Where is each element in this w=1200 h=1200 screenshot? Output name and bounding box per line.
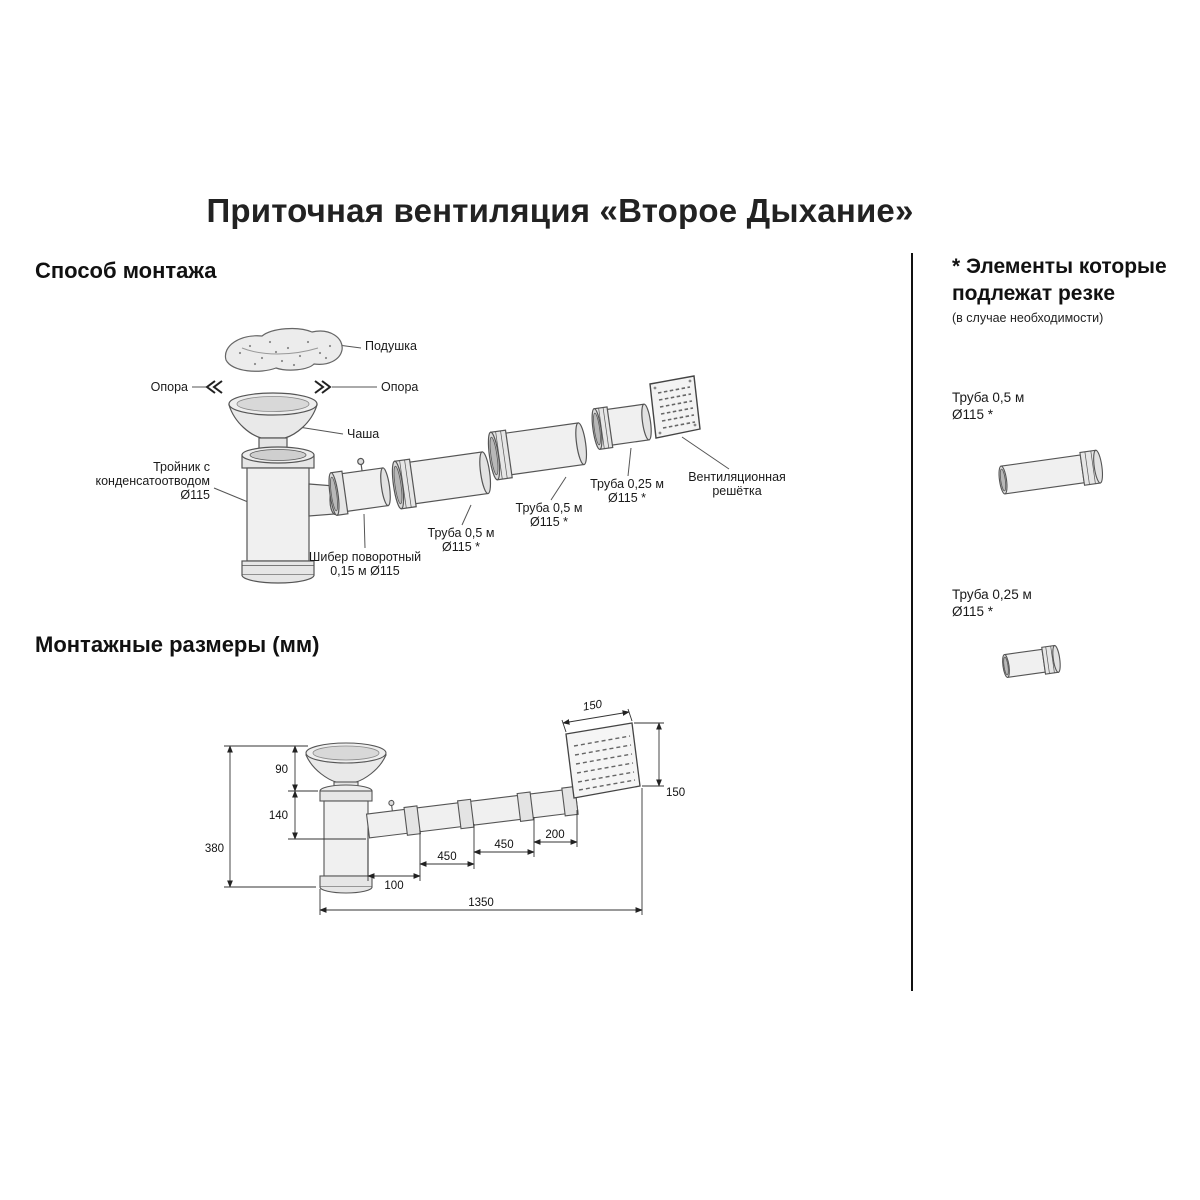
pipe025-label-line1: Труба 0,25 м bbox=[590, 477, 664, 491]
damper-label-line1: Шибер поворотный bbox=[309, 550, 421, 564]
dim-380: 380 bbox=[205, 843, 224, 855]
pipe-05m-part-1 bbox=[391, 451, 492, 510]
bowl-label: Чаша bbox=[347, 427, 379, 441]
vertical-divider bbox=[911, 253, 913, 991]
support-clip-left bbox=[205, 380, 223, 394]
tee-label-line1: Тройник с bbox=[153, 460, 210, 474]
cut-elements-panel: * Элементы которые подлежат резке (в слу… bbox=[952, 253, 1184, 695]
grille-screw-holes bbox=[653, 379, 697, 435]
support-clip-right bbox=[314, 380, 332, 394]
grille-label-line2: решётка bbox=[712, 484, 761, 498]
pipe-025m-icon bbox=[1002, 644, 1061, 678]
cut-item-pipe-025m-label-line2: Ø115 * bbox=[952, 604, 994, 620]
dim-450a: 450 bbox=[437, 851, 456, 863]
tee-label-line3: Ø115 bbox=[180, 488, 210, 502]
method-section-heading: Способ монтажа bbox=[35, 258, 217, 283]
dim-200: 200 bbox=[545, 829, 564, 841]
cut-item-pipe-025m: Труба 0,25 м Ø115 * bbox=[952, 586, 1184, 695]
pipe-025m-part bbox=[591, 403, 652, 450]
pipe-run bbox=[365, 785, 579, 839]
dim-450b: 450 bbox=[494, 839, 513, 851]
pipe025-label-line2: Ø115 * bbox=[608, 491, 646, 505]
support-right-label: Опора bbox=[381, 380, 418, 394]
grille-label-line1: Вентиляционная bbox=[688, 470, 786, 484]
cushion-speckles bbox=[238, 340, 332, 367]
dim-150-top: 150 bbox=[582, 698, 604, 713]
side-panel-note: (в случае необходимости) bbox=[952, 310, 1104, 325]
dim-100: 100 bbox=[384, 880, 403, 892]
cut-item-pipe-025m-label-line1: Труба 0,25 м bbox=[952, 586, 1032, 602]
tee-label-line2: конденсатоотводом bbox=[96, 474, 211, 488]
support-left-label: Опора bbox=[151, 380, 188, 394]
pipe-05m-part-2 bbox=[487, 422, 588, 481]
damper-label-line2: 0,15 м Ø115 bbox=[330, 564, 400, 578]
dim-90: 90 bbox=[275, 764, 288, 776]
pipe05-2-label-line2: Ø115 * bbox=[530, 515, 568, 529]
grille-slots bbox=[657, 386, 696, 429]
cut-item-pipe-05m-label-line2: Ø115 * bbox=[952, 407, 994, 423]
pipe-05m-icon bbox=[998, 449, 1104, 495]
bowl-part bbox=[228, 392, 318, 456]
pipe05-1-label-line1: Труба 0,5 м bbox=[428, 526, 495, 540]
dim-1350: 1350 bbox=[468, 897, 494, 909]
pipe05-2-label-line1: Труба 0,5 м bbox=[516, 501, 583, 515]
dim-150-right: 150 bbox=[666, 787, 685, 799]
page-title: Приточная вентиляция «Второе Дыхание» bbox=[206, 192, 914, 229]
side-panel-heading-line2: подлежат резке bbox=[952, 282, 1116, 306]
ventilation-grille-part bbox=[649, 375, 701, 439]
cut-item-pipe-05m: Труба 0,5 м Ø115 * bbox=[952, 389, 1184, 512]
wall-grille-plate bbox=[565, 722, 641, 799]
dimension-lines bbox=[224, 708, 664, 915]
pipe05-1-label-line2: Ø115 * bbox=[442, 540, 480, 554]
cushion-label: Подушка bbox=[365, 339, 417, 353]
dim-140: 140 bbox=[269, 810, 288, 822]
wall-grille-slots bbox=[573, 735, 636, 791]
damper-part bbox=[328, 457, 391, 516]
dimensioned-assembly bbox=[305, 722, 641, 894]
cushion-part bbox=[224, 327, 343, 372]
assembly-diagram: Подушка Опора Опора Чаша Тройник с конде… bbox=[96, 327, 786, 584]
side-panel-heading-line1: * Элементы которые bbox=[952, 255, 1167, 278]
dimensions-section-heading: Монтажные размеры (мм) bbox=[35, 632, 320, 657]
cut-item-pipe-05m-label-line1: Труба 0,5 м bbox=[952, 389, 1025, 405]
dimensions-diagram: 90 140 380 100 450 450 200 1350 150 150 bbox=[205, 698, 685, 915]
